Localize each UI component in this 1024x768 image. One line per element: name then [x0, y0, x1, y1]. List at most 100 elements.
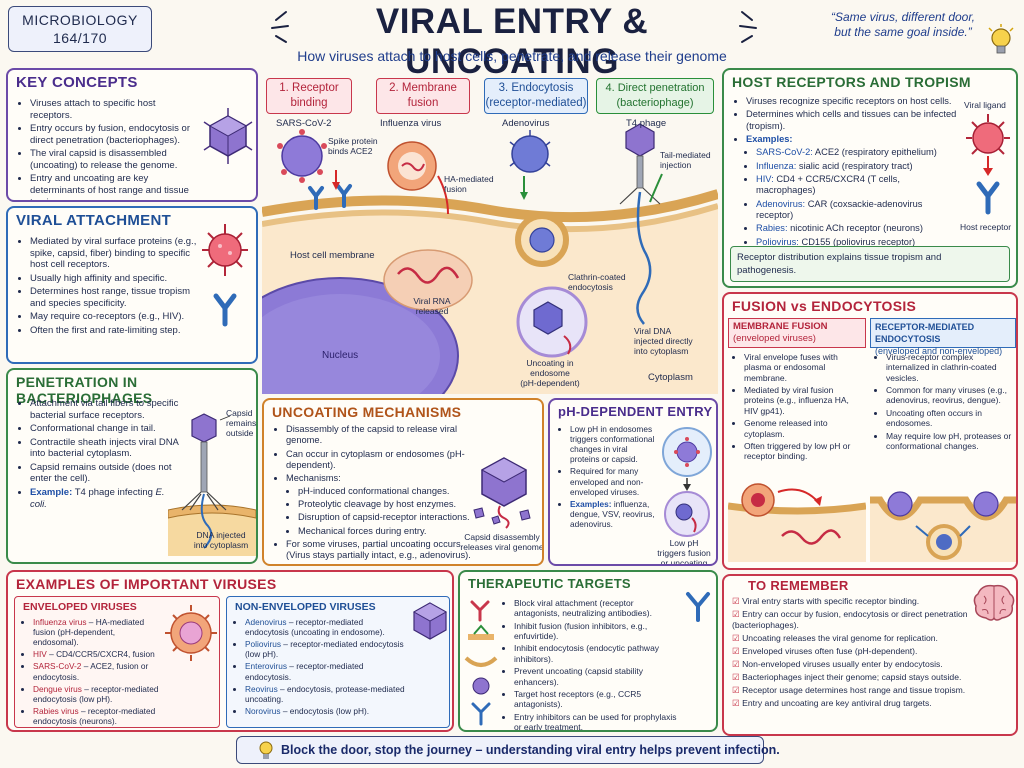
list-item: Entry and uncoating are key determinants…: [30, 173, 196, 200]
viral-dna-label-line: into cytoplasm: [634, 346, 689, 356]
receptor-virus: HIV:: [756, 173, 774, 184]
list-item: Inhibit fusion (fusion inhibitors, e.g.,…: [514, 621, 678, 642]
checkbox-icon: ☑: [732, 672, 743, 682]
caption-line: Capsid disassembly: [464, 532, 540, 542]
remember-text: Entry and uncoating are key antiviral dr…: [742, 698, 932, 708]
virus-receptor-icon: [202, 224, 248, 327]
virus-detail: – receptor-mediated endocytosis (low pH)…: [33, 683, 159, 704]
endocytosis-list: Virus-receptor complex internalized in c…: [872, 352, 1012, 453]
host-receptors-list: Viruses recognize specific receptors on …: [732, 96, 960, 250]
mechanism-item: Proteolytic cleavage by host enzymes.: [298, 499, 472, 510]
virus-example: Norovirus – endocytosis (low pH).: [245, 706, 407, 716]
remember-item: ☑ Receptor usage determines host range a…: [732, 685, 970, 696]
step-1-subtitle: binding: [290, 97, 328, 109]
list-item: Determines host range, tissue tropism an…: [30, 286, 198, 309]
receptor-text: CAR (coxsackie-adenovirus receptor): [756, 198, 923, 220]
receptor-virus: Influenza:: [756, 160, 797, 171]
ph-entry-list: Low pH in endosomes triggers conformatio…: [556, 424, 656, 531]
receptor-text: ACE2 (respiratory epithelium): [814, 147, 937, 158]
title-burst-right: [739, 11, 757, 43]
virus-detail: – endocytosis (low pH).: [280, 705, 370, 716]
enveloped-virus-icon: [165, 605, 217, 661]
membrane-fusion-list: Viral envelope fuses with plasma or endo…: [730, 352, 862, 464]
virus-name: Rabies virus: [33, 705, 79, 716]
remember-text: Receptor usage determines host range and…: [742, 685, 966, 695]
list-item: Common for many viruses (e.g., adenoviru…: [886, 385, 1012, 406]
example-label: Example:: [30, 487, 73, 499]
clathrin-label-line: endocytosis: [568, 282, 613, 292]
step-2-title: 2. Membrane: [389, 82, 457, 94]
therapeutic-title: THERAPEUTIC TARGETS: [468, 576, 631, 591]
capsid-disassembly-icon: [473, 457, 531, 529]
penetration-title: PENETRATION IN BACTERIOPHAGES: [16, 374, 153, 406]
virus-label-influenza: Influenza virus: [380, 118, 442, 129]
receptor-text: CD155 (poliovirus receptor): [801, 236, 916, 247]
checkbox-icon: ☑: [732, 596, 743, 606]
list-item: Determines which cells and tissues can b…: [746, 109, 960, 132]
remember-list: ☑ Viral entry starts with specific recep…: [732, 596, 970, 711]
list-item: Can occur in cytoplasm or endosomes (pH-…: [286, 449, 472, 472]
endocytosis-subtitle: (enveloped and non-enveloped): [875, 346, 1003, 356]
receptor-example: SARS-CoV-2: ACE2 (respiratory epithelium…: [756, 147, 960, 158]
virus-example: HIV – CD4/CCR5/CXCR4, fusion: [33, 649, 159, 659]
key-concepts-list: Viruses attach to specific host receptor…: [16, 98, 196, 200]
membrane-fusion-header: MEMBRANE FUSION (enveloped viruses): [728, 318, 866, 348]
target-icons: [464, 600, 498, 726]
lightbulb-icon: [988, 24, 1014, 54]
list-item: Entry inhibitors can be used for prophyl…: [514, 712, 678, 730]
tail-label-line: injection: [660, 160, 692, 170]
checkbox-icon: ☑: [732, 698, 743, 708]
ph-entry-panel: pH-DEPENDENT ENTRY Low pH in endosomes t…: [548, 398, 718, 566]
virus-example: Dengue virus – receptor-mediated endocyt…: [33, 684, 159, 704]
penetration-list: Attachment via tail fibers to specific b…: [16, 398, 180, 512]
receptor-example: Rabies: nicotinic ACh receptor (neurons): [756, 223, 960, 234]
uncoat-endosome-label: Uncoating in endosome (pH-dependent): [518, 358, 582, 388]
virus-detail: – receptor-mediated endocytosis (low pH)…: [245, 639, 404, 660]
virus-example: SARS-CoV-2 – ACE2, fusion or endocytosis…: [33, 661, 159, 681]
remember-text: Bacteriophages inject their genome; caps…: [742, 672, 962, 682]
penetration-panel: PENETRATION IN BACTERIOPHAGES Attachment…: [6, 368, 258, 564]
title-burst-left: [271, 11, 289, 43]
spike-label-line: Spike protein: [328, 136, 378, 146]
list-item: Often triggered by low pH or receptor bi…: [744, 441, 862, 462]
mechanism-item: Mechanical forces during entry.: [298, 526, 472, 537]
virus-name: SARS-CoV-2: [33, 661, 82, 672]
dna-injected-label: DNA injected into cytoplasm: [186, 530, 256, 550]
remember-item: ☑ Entry can occur by fusion, endocytosis…: [732, 609, 970, 631]
receptor-text: CD4 + CCR5/CXCR4 (T cells, macrophages): [756, 173, 900, 196]
list-item: Examples: SARS-CoV-2: ACE2 (respiratory …: [746, 134, 960, 248]
uncoat-label-line: endosome: [530, 368, 570, 378]
checkbox-icon: ☑: [732, 659, 743, 669]
caption-line: triggers fusion: [657, 548, 711, 558]
uncoat-label-line: Uncoating in: [526, 358, 574, 368]
step-4-subtitle: (bacteriophage): [616, 97, 694, 109]
list-item: Capsid remains outside (does not enter t…: [30, 462, 180, 485]
list-item: May require co-receptors (e.g., HIV).: [30, 311, 198, 323]
receptor-example: Poliovirus: CD155 (poliovirus receptor): [756, 237, 960, 248]
viral-attachment-list: Mediated by viral surface proteins (e.g.…: [16, 236, 198, 339]
receptor-footer-box: Receptor distribution explains tissue tr…: [730, 246, 1010, 282]
host-receptor-label: Host receptor: [960, 222, 1012, 232]
virus-detail: – receptor-mediated endocytosis (neurons…: [33, 705, 156, 726]
list-item: Low pH in endosomes triggers conformatio…: [570, 424, 656, 464]
receptor-text: nicotinic ACh receptor (neurons): [790, 223, 923, 234]
membrane-fusion-subtitle: (enveloped viruses): [733, 333, 816, 344]
virus-detail: – CD4/CCR5/CXCR4, fusion: [46, 649, 155, 660]
viral-dna-label: Viral DNA injected directly into cytopla…: [634, 326, 693, 356]
uncoating-title: UNCOATING MECHANISMS: [272, 404, 462, 420]
step-4-header: 4. Direct penetration (bacteriophage): [596, 78, 714, 114]
nonenveloped-virus-icon: [412, 602, 448, 640]
virus-detail: – receptor-mediated endocytosis (uncoati…: [245, 617, 385, 638]
capsid-disassembly-caption: Capsid disassembly releases viral genome: [460, 532, 542, 552]
viral-dna-label-line: Viral DNA: [634, 326, 672, 336]
dna-label-line: DNA injected: [196, 530, 246, 540]
list-item: Mediated by viral surface proteins (e.g.…: [30, 236, 198, 271]
ph-entry-title: pH-DEPENDENT ENTRY: [558, 404, 713, 419]
uncoat-label-line: (pH-dependent): [520, 378, 580, 388]
key-concepts-title: KEY CONCEPTS: [16, 74, 138, 91]
step-1-title: 1. Receptor: [279, 82, 339, 94]
remember-text: Non-enveloped viruses usually enter by e…: [742, 659, 943, 669]
ligand-receptor-icon: [966, 114, 1010, 215]
capsid-label-line: Capsid: [226, 408, 253, 418]
virus-example: Adenovirus – receptor-mediated endocytos…: [245, 617, 407, 637]
